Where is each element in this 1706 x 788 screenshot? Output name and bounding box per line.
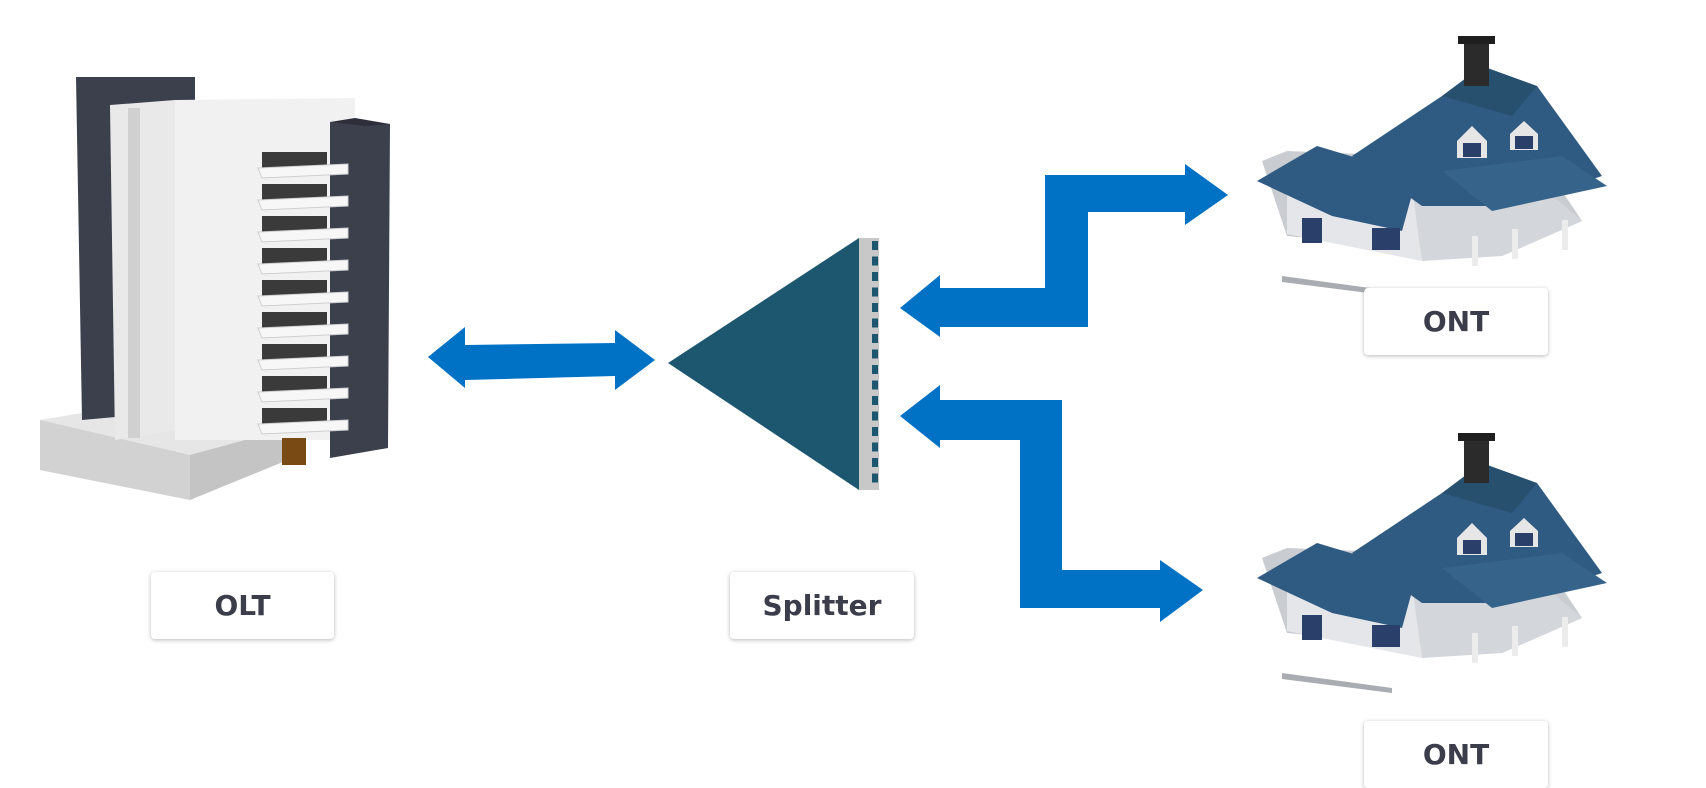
- ont-bottom-label: ONT: [1364, 721, 1548, 788]
- olt-building-icon: [40, 77, 390, 500]
- olt-label: OLT: [151, 572, 334, 639]
- splitter-ont-bottom-arrow: [900, 385, 1203, 622]
- splitter-icon: [668, 238, 879, 490]
- splitter-label: Splitter: [730, 572, 914, 639]
- ont-bottom-house-icon: [1257, 433, 1607, 693]
- olt-splitter-double-arrow: [428, 327, 655, 390]
- ont-top-label: ONT: [1364, 288, 1548, 355]
- splitter-ont-top-arrow: [900, 164, 1228, 337]
- ont-top-house-icon: [1257, 36, 1607, 296]
